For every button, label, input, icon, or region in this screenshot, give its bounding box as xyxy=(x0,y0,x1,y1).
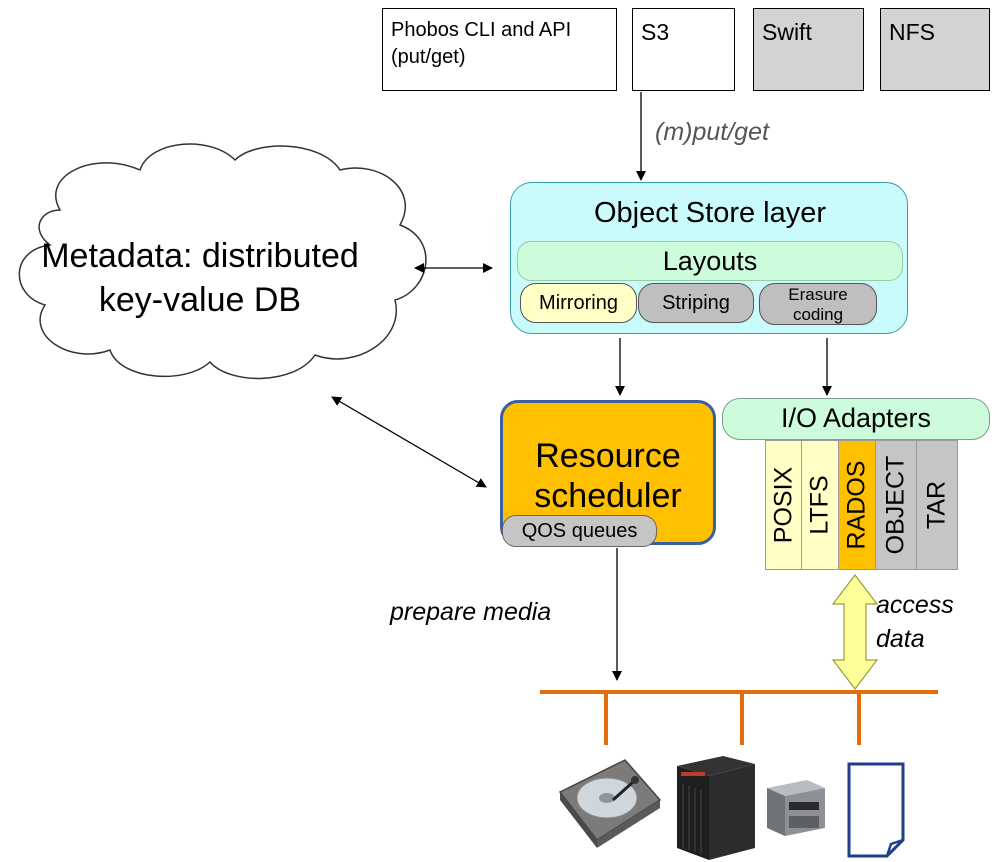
adapter-ltfs: LTFS xyxy=(801,440,839,570)
adapter-tar-label: TAR xyxy=(922,480,951,530)
access-data-arrow xyxy=(831,574,879,690)
adapter-posix: POSIX xyxy=(765,440,803,570)
layouts-label: Layouts xyxy=(662,246,758,276)
storage-bus xyxy=(540,690,938,745)
qos-queues: QOS queues xyxy=(502,515,657,547)
mput-get-label: (m)put/get xyxy=(655,118,769,146)
erasure-coding-pill: Erasure coding xyxy=(759,283,877,325)
tape-library-icon xyxy=(677,756,755,860)
striping-pill: Striping xyxy=(638,283,754,323)
metadata-cloud xyxy=(18,143,427,380)
phobos-cli-label: Phobos CLI and API (put/get) xyxy=(391,19,572,68)
swift-box: Swift xyxy=(753,8,864,91)
nfs-label: NFS xyxy=(889,19,935,45)
mirroring-label: Mirroring xyxy=(539,292,618,314)
access-data-label: access data xyxy=(876,591,954,653)
object-store-title: Object Store layer xyxy=(593,197,827,229)
swift-label: Swift xyxy=(762,19,812,45)
io-adapters-box: I/O Adapters xyxy=(722,398,990,440)
adapter-posix-label: POSIX xyxy=(769,466,798,544)
s3-box: S3 xyxy=(632,8,735,91)
tape-drive-icon xyxy=(767,780,825,836)
adapter-ltfs-label: LTFS xyxy=(805,475,834,535)
adapter-rados: RADOS xyxy=(838,440,876,570)
adapter-tar: TAR xyxy=(916,440,958,570)
file-icon xyxy=(847,762,905,858)
striping-label: Striping xyxy=(662,292,730,314)
erasure-coding-label: Erasure coding xyxy=(788,285,848,324)
layouts-box: Layouts xyxy=(517,241,903,281)
object-store-layer: Object Store layer Layouts Mirroring Str… xyxy=(510,182,908,334)
resource-scheduler-title: Resource scheduler xyxy=(534,437,682,515)
s3-label: S3 xyxy=(641,19,670,45)
metadata-label: Metadata: distributed key-value DB xyxy=(41,237,359,319)
prepare-media-label: prepare media xyxy=(390,598,552,626)
adapter-rados-label: RADOS xyxy=(842,460,871,550)
phobos-cli-box: Phobos CLI and API (put/get) xyxy=(382,8,617,91)
adapter-object-label: OBJECT xyxy=(881,455,910,555)
hard-disk-icon xyxy=(558,759,662,848)
io-adapters-label: I/O Adapters xyxy=(780,403,932,433)
mirroring-pill: Mirroring xyxy=(520,283,637,323)
metadata-scheduler-arrow xyxy=(331,396,487,488)
adapter-object: OBJECT xyxy=(875,440,917,570)
nfs-box: NFS xyxy=(880,8,990,91)
